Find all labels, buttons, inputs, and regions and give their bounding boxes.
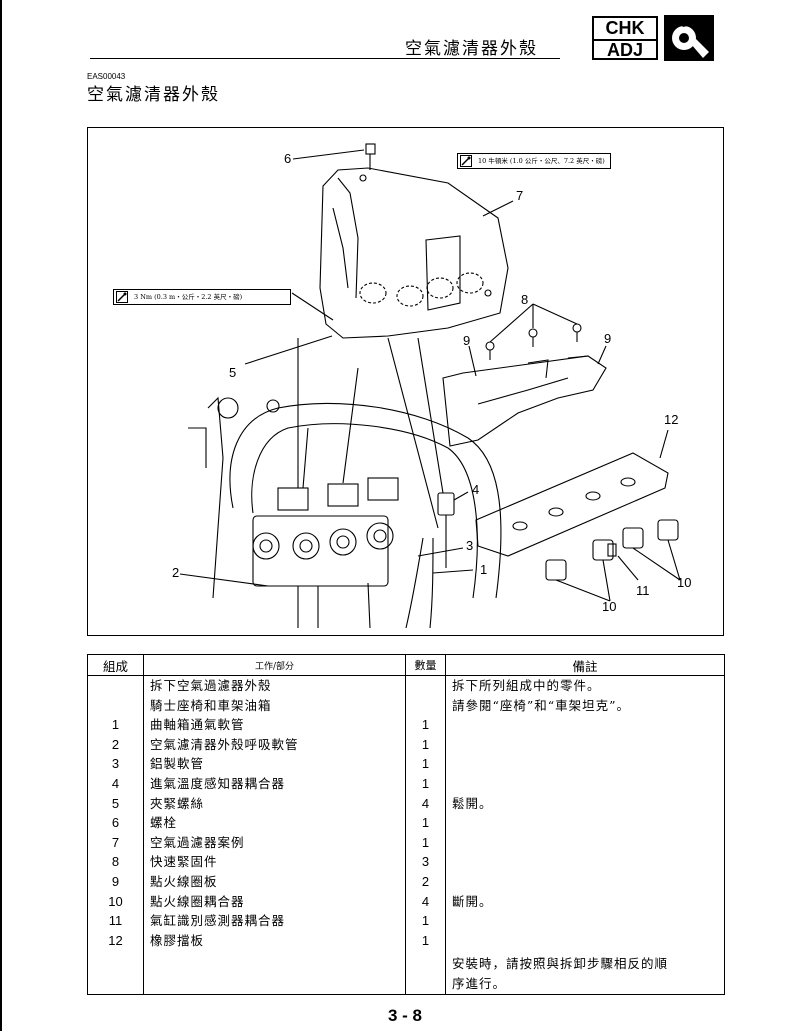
diagram-drawing: [179, 143, 681, 629]
intro-remark: 請參閱“座椅”和“車架坦克”。: [452, 697, 631, 713]
part-qty: 2: [421, 873, 430, 889]
table-body-row: 1 2 3 4 5 6 7 8 9 10 11 12 拆下空氣過濾器外殼 騎士座…: [87, 675, 725, 995]
callout-5: 5: [229, 365, 237, 380]
callout-10a: 10: [677, 575, 692, 590]
exploded-diagram: 6 7 8 9 9 5 12 4 3 2 1 11 10 10 10 牛頓米 (…: [87, 127, 724, 636]
part-remark: 斷開。: [452, 893, 493, 909]
section-title: 空氣濾清器外殼: [87, 85, 220, 105]
callout-2: 2: [172, 565, 180, 580]
intro-remark: 拆下所列組成中的零件。: [452, 678, 601, 693]
part-qty: 1: [421, 913, 430, 929]
callout-4: 4: [472, 482, 480, 497]
row-num: 4: [111, 775, 120, 791]
footer-remark: 安裝時，請按照與拆卸步驟相反的順: [452, 956, 669, 972]
header-group: 組成: [87, 654, 144, 676]
row-num: 3: [111, 756, 120, 772]
part-name: 氣缸識別感測器耦合器: [150, 913, 286, 929]
row-num: 2: [111, 736, 120, 752]
part-qty: 1: [421, 815, 430, 831]
header-title: 空氣濾清器外殼: [405, 39, 538, 59]
part-name: 快速緊固件: [150, 854, 218, 870]
part-qty: 1: [421, 932, 430, 948]
torque-spec-bolt-text: 10 牛頓米 (1.0 公斤・公尺、7.2 英尺・磅): [478, 157, 605, 165]
row-num: 12: [108, 932, 123, 948]
row-num: 11: [108, 913, 123, 929]
callout-6: 6: [284, 151, 292, 166]
qty-column: 1 1 1 1 4 1 1 3 2 4 1 1: [405, 675, 446, 995]
row-num: 9: [111, 873, 120, 889]
part-name: 進氣溫度感知器耦合器: [150, 775, 286, 791]
intro-line: 拆下空氣過濾器外殼: [150, 678, 272, 693]
row-num: 10: [108, 893, 123, 909]
header-rule: [90, 58, 560, 59]
part-name: 點火線圈板: [150, 873, 218, 889]
callout-10b: 10: [602, 599, 617, 614]
parts-table: 組成 工作/部分 數量 備註 1 2 3 4 5 6 7 8 9 10 11 1…: [87, 654, 725, 995]
work-column: 拆下空氣過濾器外殼 騎士座椅和車架油箱 曲軸箱通氣軟管 空氣濾清器外殼呼吸軟管 …: [143, 675, 406, 995]
remarks-column: 拆下所列組成中的零件。 請參閱“座椅”和“車架坦克”。 鬆開。 斷開。 安裝時，…: [445, 675, 725, 995]
part-qty: 1: [421, 756, 430, 772]
callout-7: 7: [516, 188, 524, 203]
header-qty: 數量: [405, 654, 446, 676]
part-name: 鋁製軟管: [150, 756, 205, 772]
part-name: 螺栓: [150, 815, 178, 831]
page-number: 3 - 8: [388, 1006, 423, 1025]
part-qty: 4: [421, 893, 430, 909]
part-qty: 4: [421, 795, 430, 811]
row-num: 1: [111, 717, 120, 733]
part-qty: 1: [421, 717, 430, 733]
part-name: 曲軸箱通氣軟管: [150, 717, 245, 733]
torque-spec-clamp-text: 3 Nm (0.3 m・公斤・2.2 英尺・磅): [134, 293, 243, 301]
section-code: EAS00043: [87, 72, 126, 81]
badge-bottom: ADJ: [606, 40, 643, 60]
part-qty: 1: [421, 736, 430, 752]
torque-wrench-icon: [460, 155, 472, 167]
row-num: 8: [111, 854, 120, 870]
part-qty: 3: [421, 854, 430, 870]
row-num: 6: [111, 815, 120, 831]
callout-11: 11: [636, 583, 650, 598]
part-name: 空氣過濾器案例: [150, 834, 245, 850]
part-name: 點火線圈耦合器: [150, 893, 245, 909]
part-name: 夾緊螺絲: [150, 795, 205, 811]
page-left-rule: [0, 0, 2, 1031]
part-qty: 1: [421, 834, 430, 850]
torque-spec-bolt: 10 牛頓米 (1.0 公斤・公尺、7.2 英尺・磅): [457, 153, 611, 169]
callout-1: 1: [480, 562, 488, 577]
wrench-icon: [664, 15, 714, 61]
callout-12: 12: [664, 412, 679, 427]
callout-8: 8: [521, 292, 529, 307]
header-remarks: 備註: [445, 654, 725, 676]
footer-remark: 序進行。: [452, 975, 507, 991]
badge-top: CHK: [594, 18, 656, 41]
chk-adj-badge: CHK ADJ: [592, 16, 658, 60]
part-qty: 1: [421, 775, 430, 791]
table-header-row: 組成 工作/部分 數量 備註: [87, 654, 725, 676]
callout-9a: 9: [463, 333, 471, 348]
row-num: 5: [111, 795, 120, 811]
callout-9b: 9: [604, 331, 612, 346]
part-remark: 鬆開。: [452, 795, 493, 811]
callout-3: 3: [466, 538, 474, 553]
part-name: 橡膠擋板: [150, 932, 205, 948]
part-name: 空氣濾清器外殼呼吸軟管: [150, 736, 299, 752]
intro-line: 騎士座椅和車架油箱: [150, 697, 272, 713]
torque-spec-clamp: 3 Nm (0.3 m・公斤・2.2 英尺・磅): [113, 289, 291, 305]
group-column: 1 2 3 4 5 6 7 8 9 10 11 12: [87, 675, 144, 995]
row-num: 7: [111, 834, 120, 850]
torque-wrench-icon: [116, 291, 128, 303]
header-work: 工作/部分: [143, 654, 406, 676]
